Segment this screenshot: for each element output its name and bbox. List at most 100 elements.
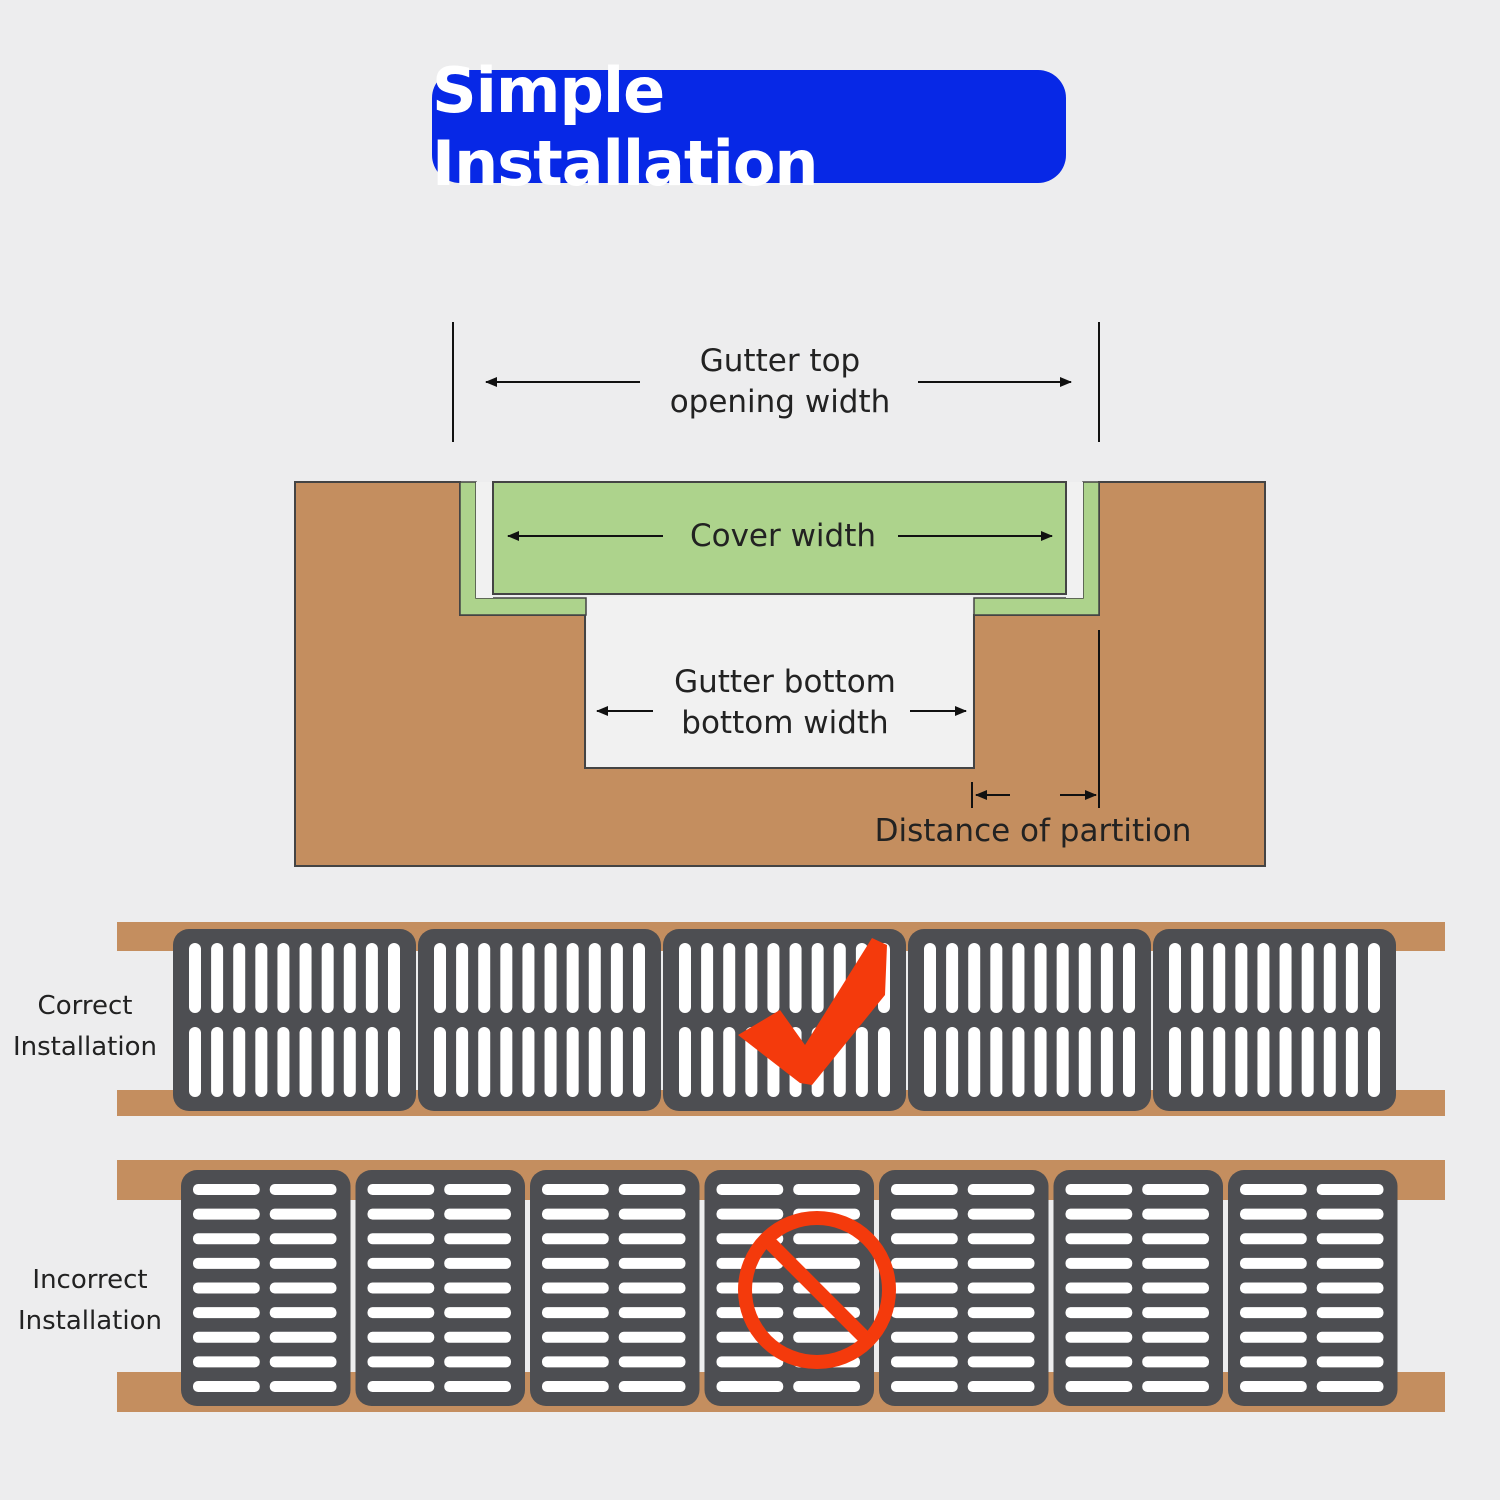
- grate-slot: [1316, 1331, 1384, 1343]
- grate-slot: [1368, 1027, 1380, 1097]
- grate-slot: [1316, 1233, 1384, 1245]
- grate-slot: [388, 1027, 400, 1097]
- grate-slot: [343, 943, 356, 1013]
- gutter-cross-section: [294, 322, 1266, 867]
- grate-slot: [193, 1257, 260, 1269]
- grate-slot: [321, 943, 334, 1013]
- grate-slot: [1034, 943, 1047, 1013]
- grate-slot: [1240, 1356, 1307, 1368]
- bottom-width-label-line2: bottom width: [681, 705, 889, 741]
- grate-slot: [1065, 1233, 1133, 1245]
- grate-slot: [588, 943, 601, 1013]
- grate-slot: [716, 1381, 784, 1392]
- grate-slot: [723, 1027, 736, 1097]
- grate-slot: [367, 1282, 435, 1294]
- grate-slot: [1345, 943, 1358, 1013]
- grate-cover: [181, 1170, 351, 1406]
- grate-slot: [1065, 1257, 1133, 1269]
- incorrect-installation-strip: [117, 1160, 1445, 1412]
- grate-slot: [1056, 943, 1069, 1013]
- correct-label-line1: Correct: [37, 991, 133, 1021]
- grate-slot: [189, 1027, 201, 1097]
- grate-slot: [1235, 943, 1248, 1013]
- grate-slot: [444, 1282, 511, 1294]
- grate-slot: [211, 943, 224, 1013]
- grate-slot: [1078, 1027, 1091, 1097]
- grate-slot: [233, 1027, 246, 1097]
- grate-slot: [1100, 1027, 1113, 1097]
- grate-slot: [444, 1307, 511, 1319]
- grate-slot: [367, 1331, 435, 1343]
- grate-slot: [793, 1381, 860, 1392]
- grate-slot: [1323, 943, 1336, 1013]
- grate-cover: [355, 1170, 525, 1406]
- grate-slot: [891, 1307, 958, 1319]
- grate-slot: [618, 1208, 686, 1220]
- grate-slot: [189, 943, 201, 1013]
- grate-slot: [1142, 1208, 1209, 1220]
- grate-slot: [716, 1356, 784, 1368]
- grate-slot: [1345, 1027, 1358, 1097]
- grate-slot: [1142, 1233, 1209, 1245]
- grate-cover: [173, 929, 416, 1111]
- grate-slot: [679, 943, 691, 1013]
- grate-slot: [967, 1208, 1035, 1220]
- grate-slot: [967, 1184, 1035, 1195]
- top-opening-label-line2: opening width: [669, 384, 891, 420]
- grate-slot: [767, 943, 780, 1013]
- grate-slot: [878, 1027, 890, 1097]
- grate-slot: [789, 943, 802, 1013]
- grate-slot: [365, 943, 378, 1013]
- grate-slot: [679, 1027, 691, 1097]
- grate-slot: [269, 1307, 337, 1319]
- grate-cover: [530, 1170, 700, 1406]
- grate-slot: [1191, 943, 1204, 1013]
- grate-slot: [1169, 1027, 1181, 1097]
- grate-slot: [367, 1307, 435, 1319]
- grate-slot: [967, 1257, 1035, 1269]
- grate-slot: [1065, 1331, 1133, 1343]
- grate-slot: [1100, 943, 1113, 1013]
- grate-slot: [1257, 943, 1270, 1013]
- grate-slot: [367, 1208, 435, 1220]
- grate-slot: [269, 1381, 337, 1392]
- grate-slot: [618, 1331, 686, 1343]
- grate-slot: [967, 1381, 1035, 1392]
- grate-slot: [891, 1381, 958, 1392]
- grate-slot: [1301, 943, 1314, 1013]
- grate-cover: [1153, 929, 1396, 1111]
- grate-slot: [1240, 1257, 1307, 1269]
- cover-plate: [492, 481, 1067, 595]
- grate-slot: [811, 943, 824, 1013]
- grate-slot: [544, 1027, 557, 1097]
- grate-slot: [269, 1184, 337, 1195]
- grate-slot: [1240, 1208, 1307, 1220]
- grate-slot: [478, 1027, 491, 1097]
- grate-slot: [434, 943, 446, 1013]
- grate-slot: [456, 943, 469, 1013]
- grate-slot: [1056, 1027, 1069, 1097]
- grate-slot: [967, 1233, 1035, 1245]
- grate-slot: [618, 1307, 686, 1319]
- grate-slot: [793, 1257, 860, 1269]
- grate-slot: [618, 1356, 686, 1368]
- grate-slot: [566, 1027, 579, 1097]
- grate-slot: [444, 1208, 511, 1220]
- grate-slot: [633, 943, 645, 1013]
- grate-slot: [1142, 1184, 1209, 1195]
- correct-label-line2: Installation: [12, 1032, 157, 1062]
- grate-slot: [1240, 1282, 1307, 1294]
- page-title: Simple Installation: [432, 53, 819, 200]
- grate-slot: [618, 1381, 686, 1392]
- grate-slot: [542, 1282, 609, 1294]
- gutter-gap-right: [1066, 482, 1083, 598]
- grate-slot: [193, 1208, 260, 1220]
- grate-slot: [542, 1257, 609, 1269]
- grate-slot: [444, 1233, 511, 1245]
- grate-slot: [1123, 943, 1135, 1013]
- grate-slot: [211, 1027, 224, 1097]
- grate-slot: [456, 1027, 469, 1097]
- grate-slot: [542, 1208, 609, 1220]
- grate-slot: [793, 1331, 860, 1343]
